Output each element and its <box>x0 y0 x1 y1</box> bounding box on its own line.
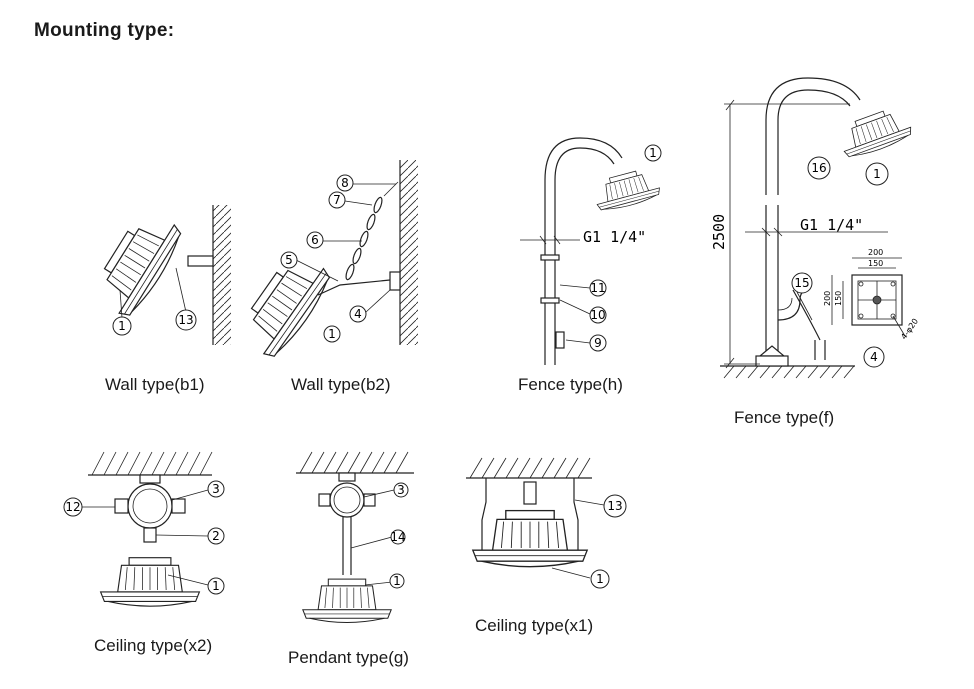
callout-f-1: 1 <box>865 162 889 186</box>
callout-h-9: 9 <box>589 334 607 352</box>
svg-text:4: 4 <box>354 307 362 321</box>
callout-b1-13: 13 <box>175 309 197 331</box>
thread-label-f: G1 1/4" <box>800 216 863 234</box>
figure-fence-h <box>520 137 663 365</box>
svg-text:11: 11 <box>590 281 605 295</box>
figure-ceiling-x1 <box>466 457 605 579</box>
svg-text:1: 1 <box>118 319 126 333</box>
figure-fence-f <box>720 77 915 379</box>
callout-f-15: 15 <box>791 272 813 294</box>
svg-text:7: 7 <box>333 193 341 207</box>
thread-label-h: G1 1/4" <box>583 228 646 246</box>
plate-inner-label: 150 <box>868 259 883 268</box>
figure-ceiling-x2 <box>82 451 213 607</box>
svg-text:14: 14 <box>390 530 405 544</box>
callout-x2-1: 1 <box>207 577 225 595</box>
svg-text:16: 16 <box>811 161 826 175</box>
svg-text:6: 6 <box>311 233 319 247</box>
svg-text:4: 4 <box>870 350 878 364</box>
callout-b2-7: 7 <box>328 191 346 209</box>
plate-outer-label: 200 <box>868 248 883 257</box>
caption-pendant-g: Pendant type(g) <box>288 648 409 667</box>
callout-b2-1: 1 <box>323 325 341 343</box>
svg-text:1: 1 <box>212 579 220 593</box>
caption-ceiling-x1: Ceiling type(x1) <box>475 616 594 635</box>
pole-height-label: 2500 <box>710 214 728 250</box>
base-plate-drawing <box>831 257 906 337</box>
svg-text:8: 8 <box>341 176 349 190</box>
callout-x1-13: 13 <box>603 494 627 518</box>
caption-wall-b2: Wall type(b2) <box>291 375 391 394</box>
svg-text:5: 5 <box>285 253 293 267</box>
callout-x2-2: 2 <box>207 527 225 545</box>
bolt-holes-label: 4-φ20 <box>899 317 920 341</box>
caption-fence-h: Fence type(h) <box>518 375 623 394</box>
callout-x2-3: 3 <box>207 480 225 498</box>
svg-text:13: 13 <box>607 499 622 513</box>
callout-g-14: 14 <box>390 529 406 545</box>
caption-wall-b1: Wall type(b1) <box>105 375 205 394</box>
svg-text:3: 3 <box>397 483 405 497</box>
callout-f-16: 16 <box>807 156 831 180</box>
svg-text:1: 1 <box>873 167 881 181</box>
callout-b2-4: 4 <box>349 305 367 323</box>
svg-text:1: 1 <box>393 574 401 588</box>
svg-text:9: 9 <box>594 336 602 350</box>
svg-text:3: 3 <box>212 482 220 496</box>
caption-ceiling-x2: Ceiling type(x2) <box>94 636 213 655</box>
callout-h-1: 1 <box>644 144 662 162</box>
svg-text:1: 1 <box>328 327 336 341</box>
callout-x1-1: 1 <box>590 569 610 589</box>
page-title: Mounting type: <box>34 20 175 41</box>
callout-x2-12: 12 <box>63 497 83 517</box>
callout-g-3: 3 <box>393 482 409 498</box>
svg-text:2: 2 <box>212 529 220 543</box>
svg-text:15: 15 <box>794 276 809 290</box>
figure-wall-b1 <box>88 205 231 345</box>
plate-outer-v-label: 200 <box>823 291 832 306</box>
caption-fence-f: Fence type(f) <box>734 408 835 427</box>
svg-text:12: 12 <box>65 500 80 514</box>
svg-text:13: 13 <box>178 313 193 327</box>
callout-b2-8: 8 <box>336 174 354 192</box>
svg-text:1: 1 <box>649 146 657 160</box>
callout-h-10: 10 <box>589 306 607 324</box>
svg-text:10: 10 <box>590 308 605 322</box>
callout-g-1: 1 <box>389 573 405 589</box>
callout-b1-1: 1 <box>112 316 132 336</box>
figure-wall-b2 <box>233 160 418 363</box>
callout-f-4: 4 <box>863 346 885 368</box>
plate-inner-v-label: 150 <box>834 291 843 306</box>
figure-pendant-g <box>296 451 414 623</box>
svg-text:1: 1 <box>596 572 604 586</box>
callout-h-11: 11 <box>589 279 607 297</box>
callout-b2-5: 5 <box>280 251 298 269</box>
callout-b2-6: 6 <box>306 231 324 249</box>
